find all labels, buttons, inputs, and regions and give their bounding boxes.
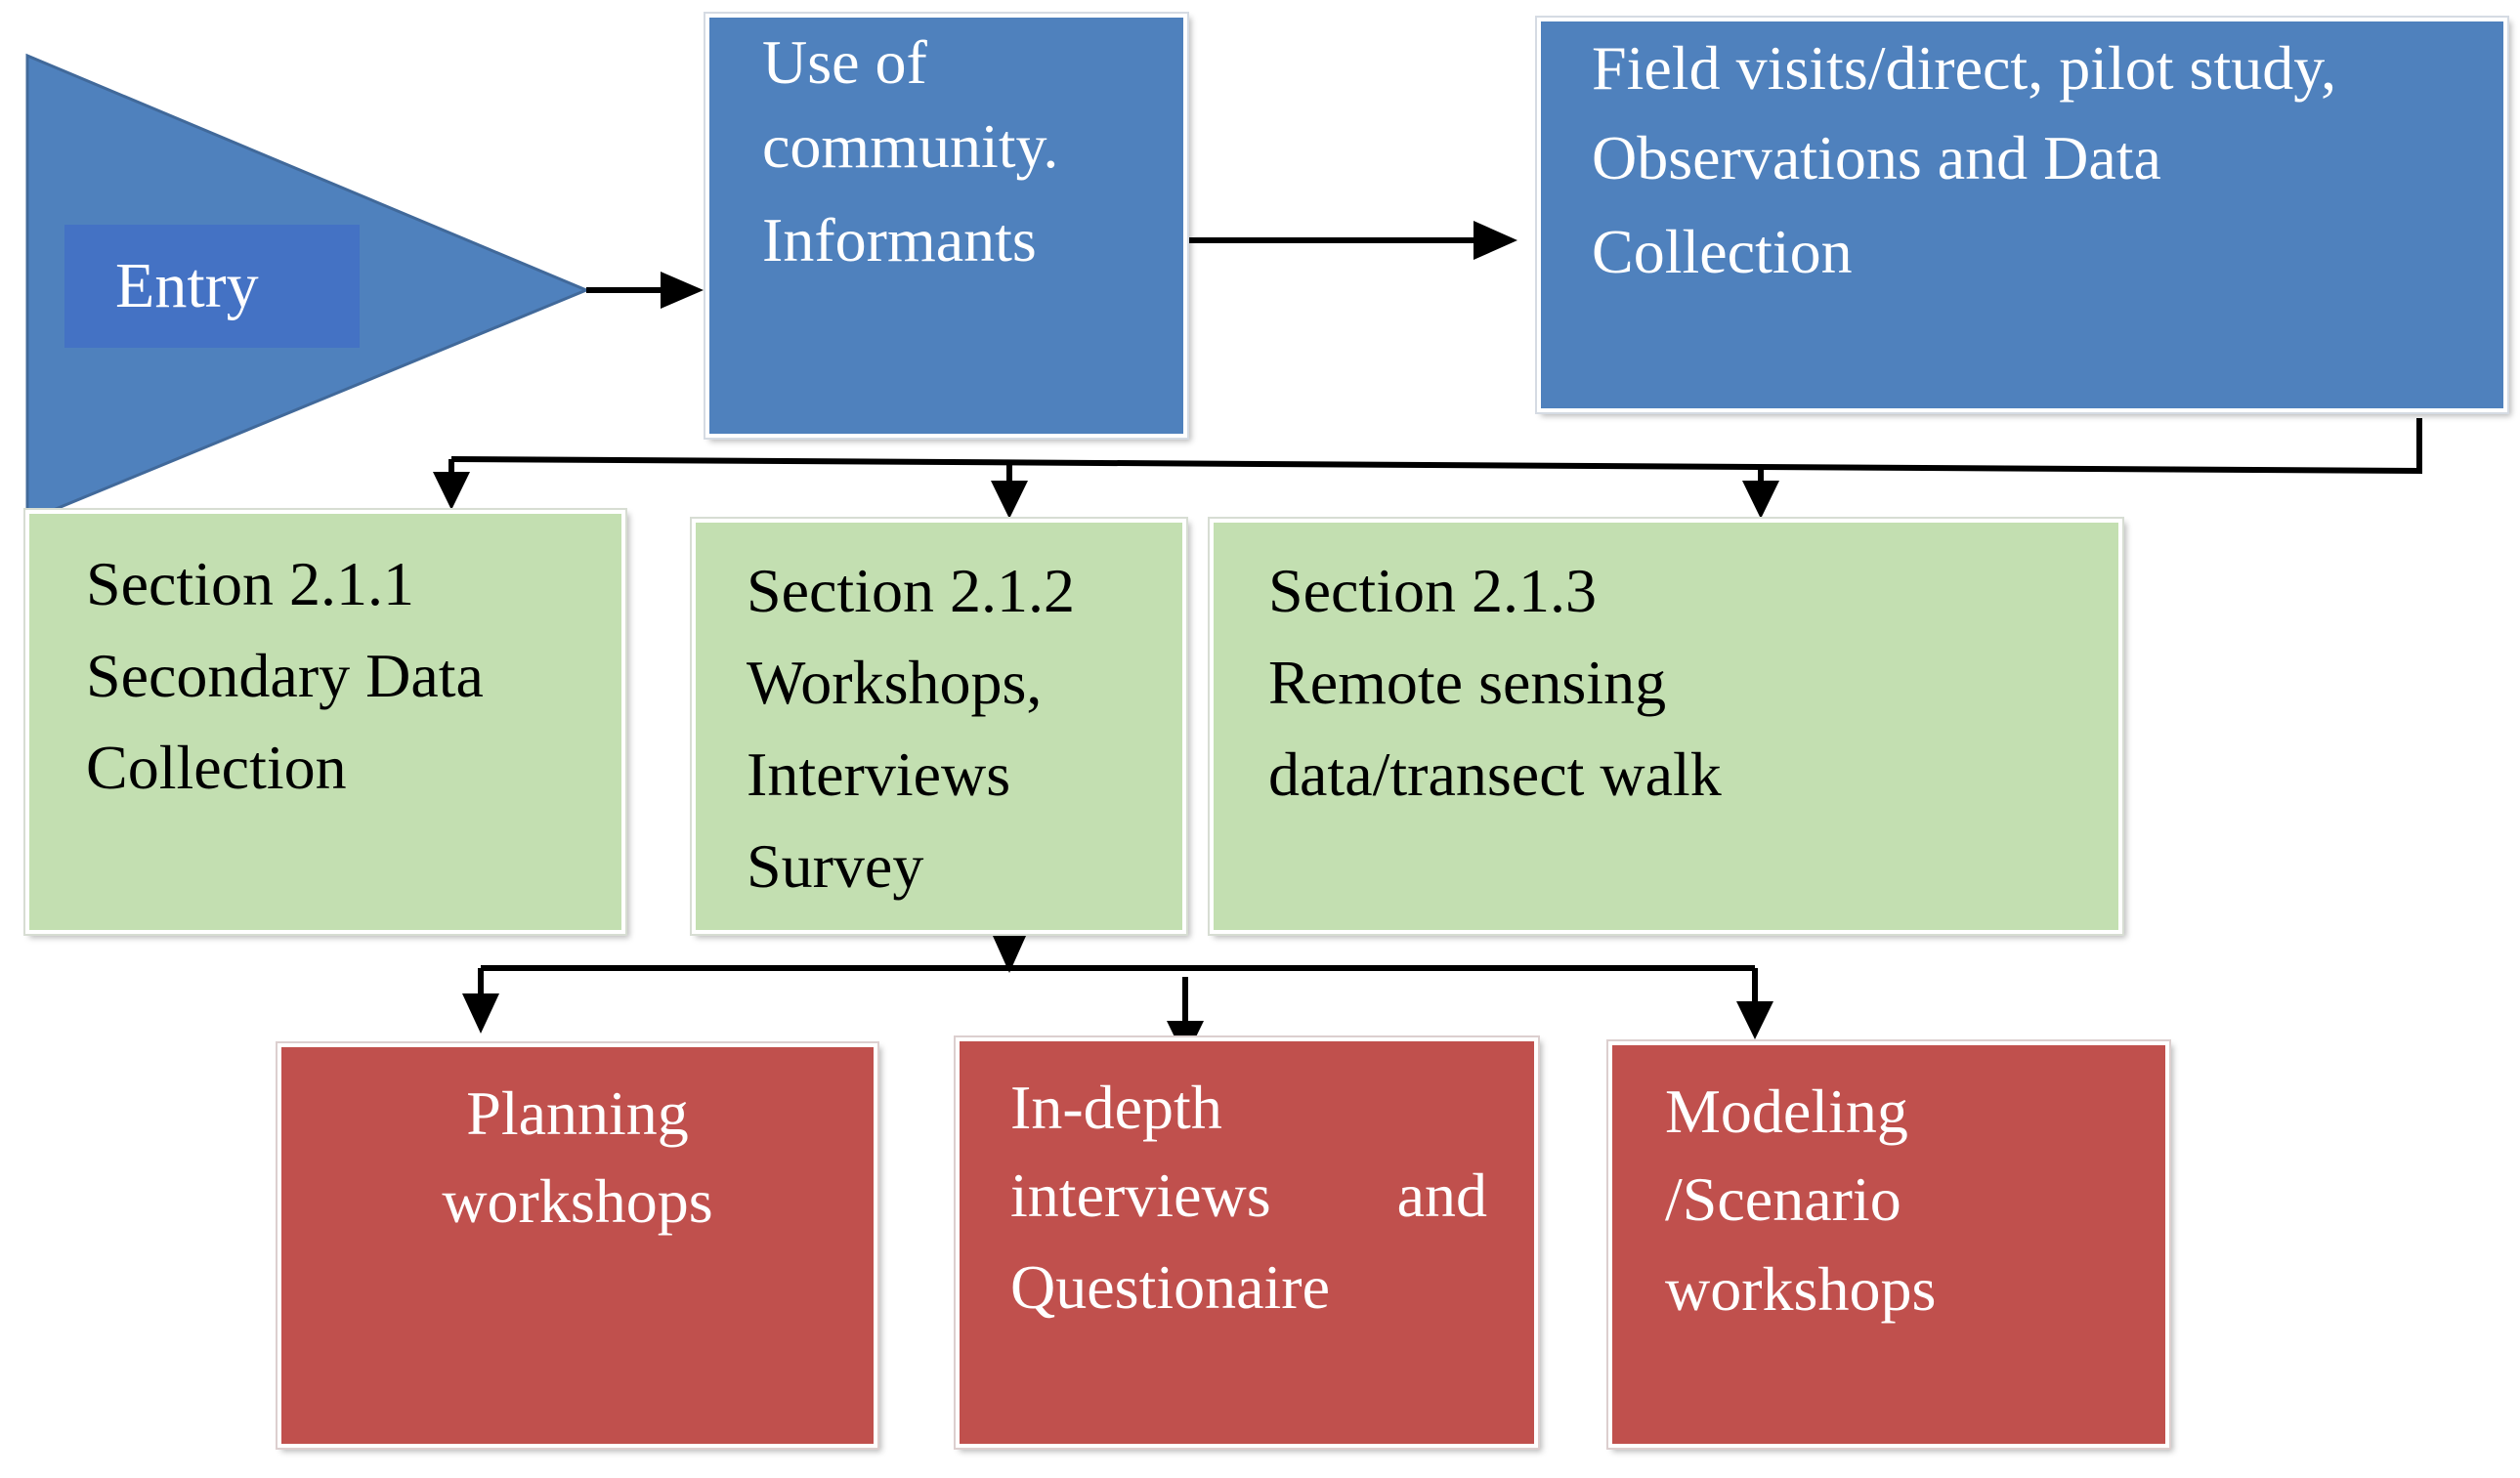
community-line-3: Informants xyxy=(762,205,1037,274)
in-depth-interviews-box: In-depth interviews and Questionaire xyxy=(954,1035,1540,1450)
section-2-1-3-box: Section 2.1.3 Remote sensing data/transe… xyxy=(1208,517,2124,936)
section1-line-2: Secondary Data xyxy=(86,641,484,710)
arrowhead-section3 xyxy=(1742,481,1779,519)
indepth-line-2-word-2: and xyxy=(1396,1161,1487,1230)
modeling-line-3: workshops xyxy=(1665,1254,1937,1324)
modeling-scenario-box: Modeling /Scenario workshops xyxy=(1606,1039,2171,1450)
indepth-line-3: Questionaire xyxy=(1010,1252,1330,1322)
connector-field-to-sections xyxy=(450,418,2422,475)
field-line-1: Field visits/direct, pilot study, xyxy=(1592,33,2337,103)
section3-line-1: Section 2.1.3 xyxy=(1268,556,1597,625)
community-informants-box: Use of community. Informants xyxy=(704,12,1189,440)
arrowhead-planning xyxy=(462,993,499,1034)
community-line-2: community. xyxy=(762,111,1059,181)
arrowhead-section2 xyxy=(991,481,1028,519)
planning-line-1: Planning xyxy=(466,1078,689,1148)
section2-line-2: Workshops, xyxy=(747,648,1043,717)
arrowhead-modeling xyxy=(1736,1001,1773,1039)
section2-line-1: Section 2.1.2 xyxy=(747,556,1075,625)
modeling-line-1: Modeling xyxy=(1665,1077,1908,1146)
arrowhead-section1 xyxy=(433,472,470,510)
indepth-line-1: In-depth xyxy=(1010,1073,1222,1142)
field-visits-box: Field visits/direct, pilot study, Observ… xyxy=(1535,16,2509,414)
section2-line-3: Interviews xyxy=(747,739,1011,809)
arrowhead-field xyxy=(1474,221,1517,260)
section3-line-3: data/transect walk xyxy=(1268,739,1722,809)
section-2-1-1-box: Section 2.1.1 Secondary Data Collection xyxy=(23,508,627,936)
section1-line-3: Collection xyxy=(86,733,347,802)
field-line-2: Observations and Data xyxy=(1592,123,2161,192)
section-2-1-2-box: Section 2.1.2 Workshops, Interviews Surv… xyxy=(690,517,1188,936)
planning-line-2: workshops xyxy=(442,1166,713,1236)
community-line-1: Use of xyxy=(762,27,927,97)
arrowhead-stem xyxy=(993,936,1026,973)
section1-line-1: Section 2.1.1 xyxy=(86,549,414,618)
indepth-line-2: interviews and xyxy=(1010,1149,1487,1242)
entry-label-text: Entry xyxy=(115,250,259,321)
planning-workshops-box: Planning workshops xyxy=(276,1041,879,1450)
field-line-3: Collection xyxy=(1592,217,1853,286)
entry-label: Entry xyxy=(64,225,360,348)
modeling-line-2: /Scenario xyxy=(1665,1164,1901,1234)
arrowhead-community xyxy=(661,272,704,309)
section2-line-4: Survey xyxy=(747,831,924,901)
indepth-line-2-word-1: interviews xyxy=(1010,1161,1271,1230)
section3-line-2: Remote sensing xyxy=(1268,648,1667,717)
